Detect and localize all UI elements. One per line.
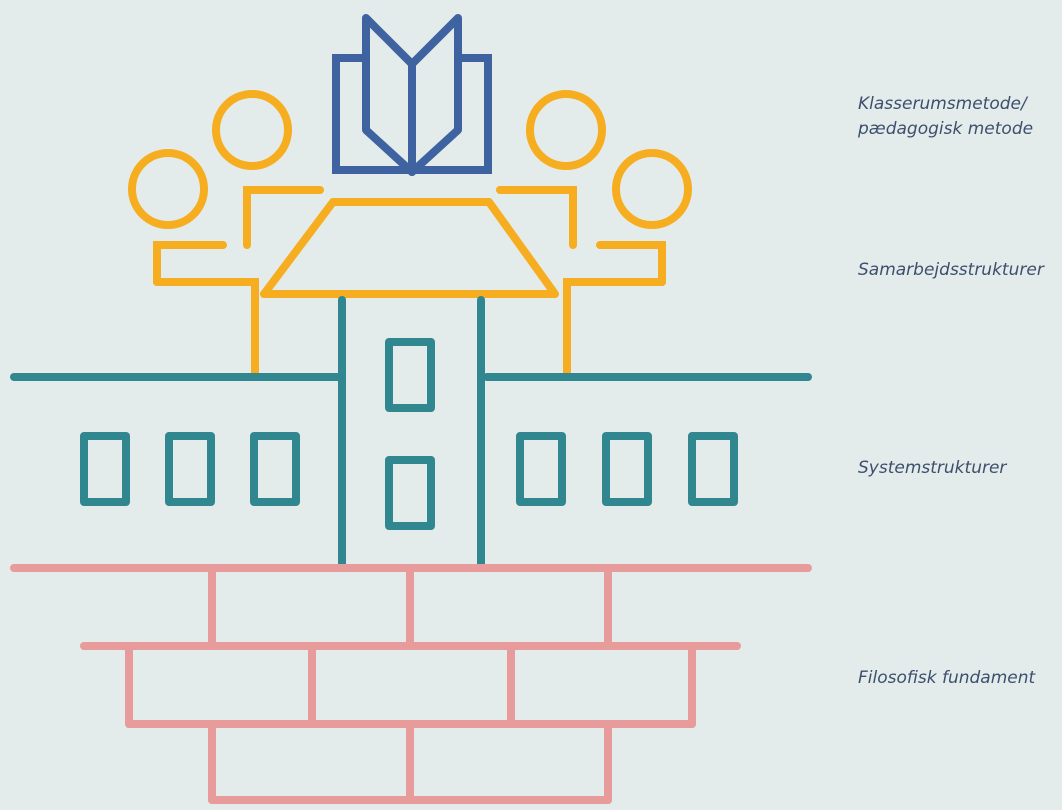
book-icon — [332, 14, 492, 176]
window — [602, 432, 652, 506]
building-icon — [10, 296, 812, 569]
window — [385, 456, 435, 530]
person-icon-far-right — [563, 149, 692, 378]
window — [688, 432, 738, 506]
window — [385, 338, 435, 412]
label-classroom-method: Klasserumsmetode/ pædagogisk metode — [858, 92, 1033, 142]
window — [516, 432, 566, 506]
table-icon — [260, 198, 559, 298]
window — [80, 432, 130, 506]
label-system: Systemstrukturer — [858, 458, 1007, 478]
label-collaboration: Samarbejdsstrukturer — [858, 260, 1044, 280]
person-icon-far-left — [128, 149, 259, 378]
label-classroom-line1: Klasserumsmetode/ — [858, 94, 1027, 114]
window — [165, 432, 215, 506]
person-icon-right — [496, 90, 606, 249]
label-classroom-line2: pædagogisk metode — [858, 119, 1034, 139]
brick-foundation-icon — [10, 564, 812, 804]
label-foundation: Filosofisk fundament — [858, 668, 1036, 688]
window — [250, 432, 300, 506]
person-icon-left — [212, 90, 324, 249]
